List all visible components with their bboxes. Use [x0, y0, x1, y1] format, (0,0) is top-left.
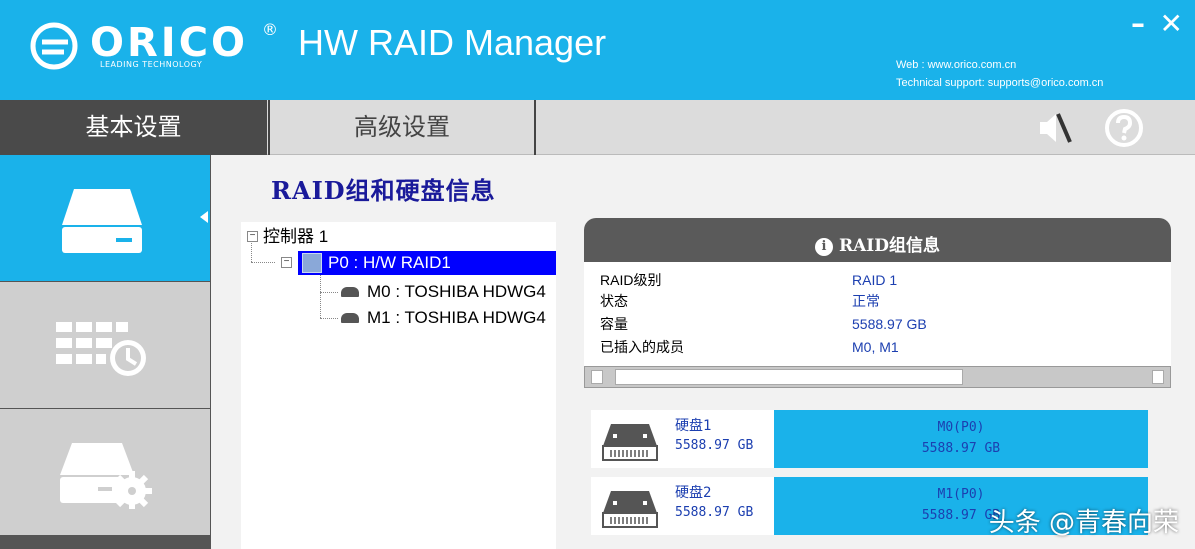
- brand-name: ORICO: [90, 20, 249, 66]
- disk-icon: [341, 286, 359, 297]
- disk-size: 5588.97 GB: [675, 505, 754, 520]
- collapse-icon[interactable]: −: [247, 231, 258, 242]
- info-icon: i: [814, 238, 833, 256]
- info-label: 已插入的成员: [600, 339, 684, 355]
- support-text: Technical support: supports@orico.com.cn: [896, 77, 1104, 89]
- disk-assignment: M0(P0) 5588.97 GB: [774, 410, 1148, 468]
- schedule-icon: [56, 322, 146, 376]
- scroll-left-button[interactable]: [591, 370, 603, 384]
- info-value: M0, M1: [852, 339, 899, 355]
- tab-bar: 基本设置 高级设置: [0, 100, 1195, 155]
- active-indicator-icon: [200, 211, 208, 223]
- raid-tree: − 控制器 1 − P0 : H/W RAID1 M0 : TOSHIBA HD…: [241, 222, 556, 549]
- raid-info-title: RAID组信息: [838, 236, 940, 256]
- raid-group-icon: [302, 252, 322, 273]
- tree-connector: [320, 274, 321, 318]
- app-title: HW RAID Manager: [298, 22, 607, 63]
- website-text: Web : www.orico.com.cn: [896, 59, 1017, 71]
- tree-node-member[interactable]: M1 : TOSHIBA HDWG4: [341, 306, 546, 330]
- contact-info: Web : www.orico.com.cn Technical support…: [896, 56, 1181, 92]
- info-value: RAID 1: [852, 272, 898, 288]
- drive-icon: [62, 189, 142, 253]
- sidebar-item-raid-info[interactable]: [0, 155, 210, 281]
- main-panel: RAID组和硬盘信息 − 控制器 1 − P0 : H/W RAID1 M0 :…: [211, 155, 1195, 549]
- raid-info-card: i RAID组信息 RAID级别 RAID 1 状态 正常 容量 5588.97 …: [584, 218, 1171, 388]
- disk-slot: M1(P0): [937, 487, 985, 502]
- disk-size: 5588.97 GB: [675, 438, 754, 453]
- hdd-icon: [602, 424, 658, 461]
- tree-node-label: P0 : H/W RAID1: [328, 253, 451, 272]
- watermark: 头条 @青春向荣: [988, 508, 1179, 538]
- info-label: 状态: [600, 293, 628, 309]
- sidebar: [0, 155, 211, 549]
- brand-tagline: LEADING TECHNOLOGY: [100, 60, 203, 69]
- disk-slot-size: 5588.97 GB: [921, 508, 1001, 523]
- tab-basic-settings[interactable]: 基本设置: [0, 100, 267, 155]
- drive-settings-icon: [60, 443, 152, 509]
- close-button[interactable]: ✕: [1159, 7, 1183, 40]
- sidebar-item-drive-settings[interactable]: [0, 409, 210, 535]
- collapse-icon[interactable]: −: [281, 257, 292, 268]
- tree-connector: [251, 238, 252, 262]
- registered-mark: ®: [262, 20, 278, 39]
- tab-advanced-settings[interactable]: 高级设置: [268, 100, 536, 155]
- sidebar-item-schedule[interactable]: [0, 282, 210, 408]
- tree-node-raid-group[interactable]: P0 : H/W RAID1: [298, 251, 556, 275]
- tree-connector: [320, 318, 338, 319]
- tree-node-controller[interactable]: 控制器 1: [263, 227, 329, 246]
- disk-card[interactable]: 硬盘1 5588.97 GB M0(P0) 5588.97 GB: [591, 410, 1148, 468]
- disk-name: 硬盘1: [675, 418, 712, 434]
- orico-logo-mark-icon: [30, 22, 78, 70]
- disk-slot: M0(P0): [937, 420, 985, 435]
- minimize-button[interactable]: –: [1131, 7, 1145, 40]
- disk-card[interactable]: 硬盘2 5588.97 GB M1(P0) 5588.97 GB: [591, 477, 1148, 535]
- tree-connector: [251, 262, 275, 263]
- info-label: RAID级别: [600, 272, 662, 288]
- tree-node-label: M1 : TOSHIBA HDWG4: [367, 308, 546, 327]
- disk-slot-size: 5588.97 GB: [921, 441, 1001, 456]
- hdd-icon: [602, 491, 658, 528]
- tree-connector: [320, 292, 338, 293]
- disk-icon: [341, 312, 359, 323]
- scroll-right-button[interactable]: [1152, 370, 1164, 384]
- disk-assignment: M1(P0) 5588.97 GB: [774, 477, 1148, 535]
- scrollbar-thumb[interactable]: [615, 369, 963, 385]
- horizontal-scrollbar[interactable]: [584, 366, 1171, 388]
- tree-node-member[interactable]: M0 : TOSHIBA HDWG4: [341, 280, 546, 304]
- orico-logo: ORICO ® LEADING TECHNOLOGY: [30, 20, 280, 75]
- app-header: ORICO ® LEADING TECHNOLOGY HW RAID Manag…: [0, 0, 1195, 100]
- tree-node-label: M0 : TOSHIBA HDWG4: [367, 282, 546, 301]
- info-value: 正常: [852, 293, 880, 309]
- help-icon[interactable]: [1104, 108, 1144, 148]
- disk-name: 硬盘2: [675, 485, 712, 501]
- page-title: RAID组和硬盘信息: [271, 176, 496, 205]
- mute-icon[interactable]: [1036, 110, 1072, 146]
- info-label: 容量: [600, 316, 628, 332]
- info-value: 5588.97 GB: [852, 316, 927, 332]
- raid-info-header: i RAID组信息: [584, 218, 1171, 262]
